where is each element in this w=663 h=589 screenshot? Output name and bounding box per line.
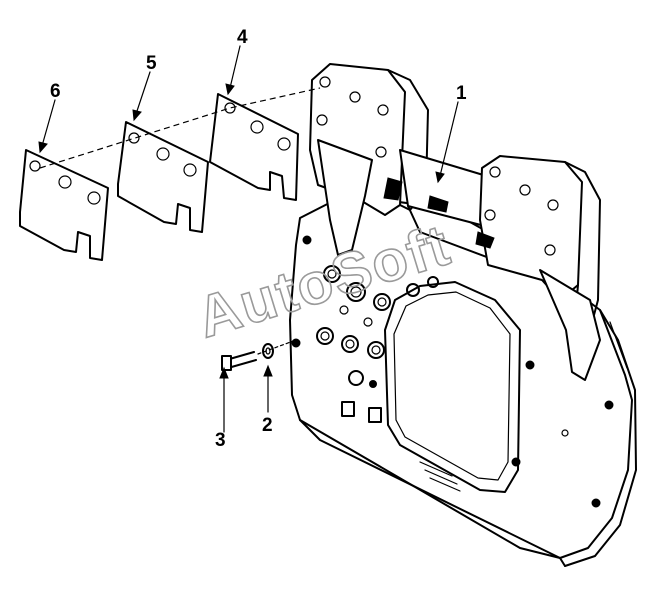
leader-lines <box>38 45 459 433</box>
callout-3: 3 <box>215 430 226 451</box>
shim-plate-6 <box>19 149 109 261</box>
plate-fittings <box>316 265 439 423</box>
callout-1: 1 <box>456 83 467 104</box>
bolt <box>221 351 257 371</box>
support-bracket <box>309 63 601 381</box>
callout-2: 2 <box>262 415 273 436</box>
bracket-holes <box>316 76 559 256</box>
callout-4: 4 <box>237 27 248 48</box>
shim-plate-4 <box>209 93 299 201</box>
shim-plate-5 <box>117 121 209 233</box>
alignment-line <box>39 87 321 169</box>
callout-6: 6 <box>50 81 61 102</box>
callout-5: 5 <box>146 53 157 74</box>
perimeter-bolts <box>291 235 614 508</box>
washer <box>262 343 274 359</box>
